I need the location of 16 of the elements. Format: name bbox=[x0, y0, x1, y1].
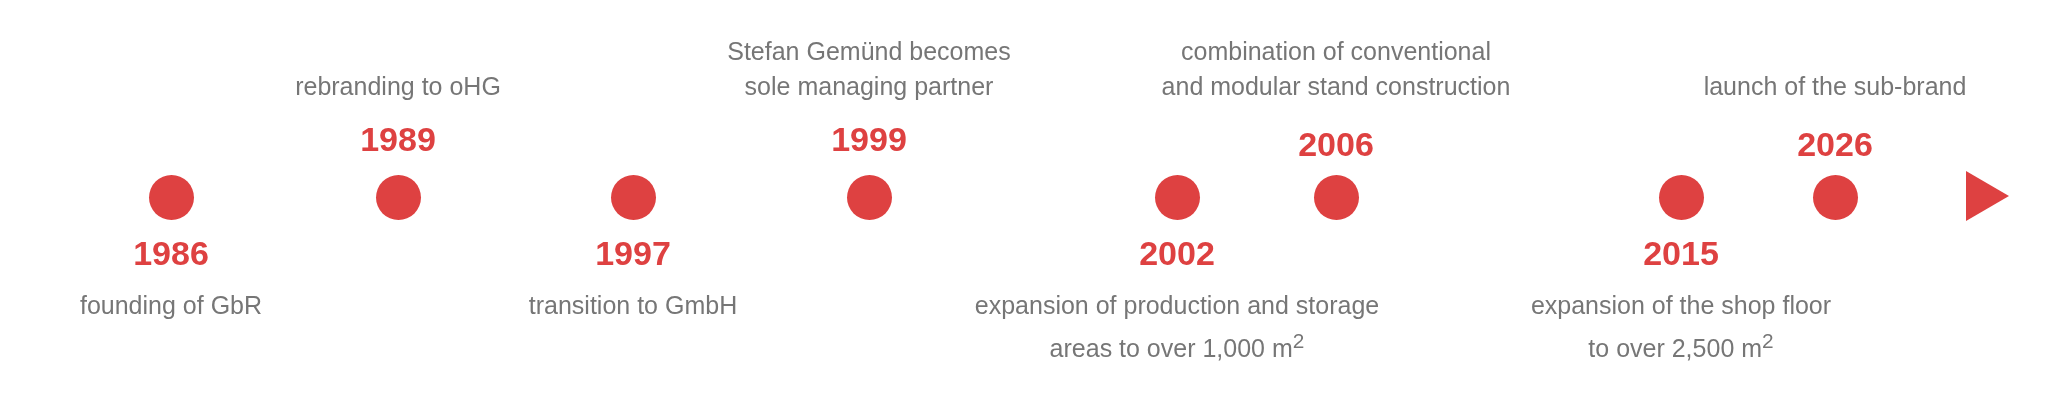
year-label: 1986 bbox=[133, 236, 209, 270]
year-label: 1999 bbox=[831, 122, 907, 156]
year-label: 1997 bbox=[595, 236, 671, 270]
event-description: expansion of the shop floor to over 2,500 m$^{2}$ bbox=[1529, 290, 1833, 365]
year-label: 1989 bbox=[360, 122, 436, 156]
year-label: 2006 bbox=[1298, 127, 1374, 161]
year-label: 2026 bbox=[1797, 127, 1873, 161]
year-label: 2015 bbox=[1643, 236, 1719, 270]
event-description: founding of GbR bbox=[79, 290, 263, 321]
event-description: combination of conventional and modular stand construction bbox=[1160, 36, 1512, 102]
event-description: Stefan Gemünd becomes sole managing partner bbox=[726, 36, 1012, 102]
year-label: 2002 bbox=[1139, 236, 1215, 270]
event-description: launch of the sub-brand bbox=[1703, 71, 1967, 102]
event-description: transition to GmbH bbox=[528, 290, 738, 321]
event-description: expansion of production and storage areas to over 1,000 m$^{2}$ bbox=[973, 290, 1381, 365]
event-description: rebranding to oHG bbox=[295, 71, 501, 102]
